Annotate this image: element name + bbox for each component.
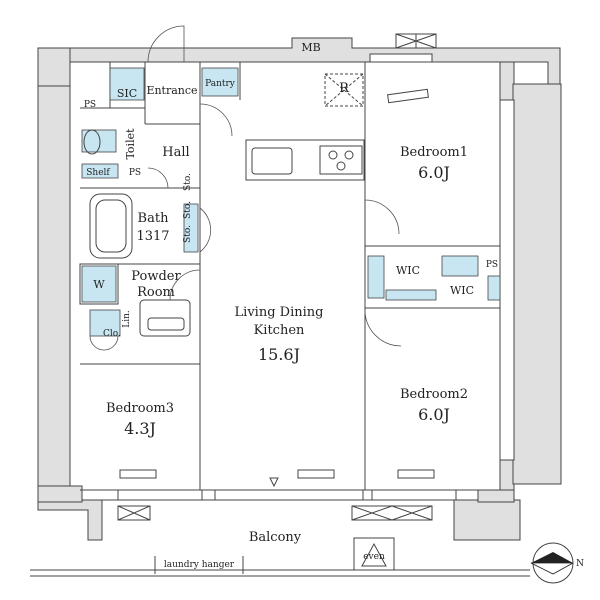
bedroom1-label: Bedroom1 <box>400 145 468 160</box>
doors <box>89 25 402 351</box>
ps-mid-label: PS <box>129 168 141 178</box>
windows <box>117 53 515 501</box>
laundry-hanger-label: laundry hanger <box>164 560 235 570</box>
pantry-label: Pantry <box>205 79 236 89</box>
bedroom2-label: Bedroom2 <box>400 387 468 402</box>
mb-label: MB <box>301 41 320 54</box>
vent-symbols <box>117 33 437 521</box>
ps-top-label: PS <box>84 100 96 110</box>
bedroom3-area-label: 4.3J <box>124 419 156 438</box>
even-label: even <box>363 552 385 562</box>
clo-label: Clo. <box>103 329 121 339</box>
lin-label: Lin. <box>122 310 132 328</box>
ldk-area-label: 15.6J <box>258 345 300 364</box>
wic-2-label: WIC <box>450 284 474 297</box>
fixtures <box>79 129 365 488</box>
balcony-label: Balcony <box>249 530 302 545</box>
r-mark-label: R <box>339 81 350 96</box>
bedroom1-area-label: 6.0J <box>418 163 450 182</box>
room-labels: MB SIC Entrance Pantry PS R Toilet Hall … <box>84 41 584 570</box>
sto-1-label: Sto. <box>183 173 193 191</box>
bedroom3-label: Bedroom3 <box>106 401 174 416</box>
corner-pillar-bottom-left <box>37 485 83 503</box>
bath-size-label: 1317 <box>136 229 169 244</box>
corner-pillar-bottom-right <box>477 489 515 503</box>
ldk-label-1: Living Dining <box>235 305 324 320</box>
ac-units <box>119 88 435 479</box>
balcony-rail <box>30 537 530 577</box>
bedroom2-area-label: 6.0J <box>418 405 450 424</box>
north-label: N <box>576 559 584 569</box>
sto-3-label: Sto. <box>183 225 193 243</box>
storage-areas <box>81 67 501 337</box>
bath-label: Bath <box>138 211 170 226</box>
powder-label: Powder <box>131 269 181 284</box>
ps-right-label: PS <box>486 260 498 270</box>
toilet-label: Toilet <box>124 128 137 160</box>
north-arrow-icon <box>530 542 574 584</box>
outer-walls <box>37 37 562 541</box>
w-mark-label: W <box>93 278 105 291</box>
wic-1-label: WIC <box>396 264 420 277</box>
entrance-label: Entrance <box>146 84 197 97</box>
shelf-label: Shelf <box>86 168 110 178</box>
corner-pillar-left <box>37 47 71 87</box>
sto-2-label: Sto. <box>183 201 193 219</box>
powder-room-label: Room <box>137 285 175 300</box>
hall-label: Hall <box>162 145 189 160</box>
sic-label: SIC <box>117 87 137 100</box>
ldk-label-2: Kitchen <box>254 323 305 338</box>
